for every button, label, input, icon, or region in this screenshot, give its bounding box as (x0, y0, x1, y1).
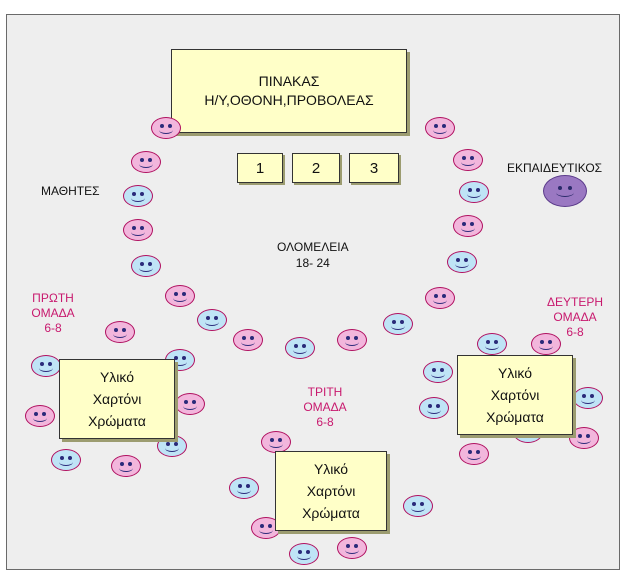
second-group-line1: ΔΕΥΤΕΡΗ (546, 295, 604, 309)
third-group-label: ΤΡΙΤΗ ΟΜΑΔΑ 6-8 (297, 385, 353, 430)
second-group-label: ΔΕΥΤΕΡΗ ΟΜΑΔΑ 6-8 (543, 295, 607, 340)
third-group-line1: ΤΡΙΤΗ (307, 385, 343, 399)
first-group-line2: ΟΜΑΔΑ (31, 306, 75, 320)
student-face-icon (229, 477, 259, 499)
student-face-icon (573, 387, 603, 409)
students-label: ΜΑΘΗΤΕΣ (41, 184, 100, 198)
teacher-label: ΕΚΠΑΙΔΕΥΤΙΚΟΣ (507, 161, 603, 175)
number-2-label: 2 (311, 159, 321, 177)
student-face-icon (251, 517, 281, 539)
student-face-icon (25, 405, 55, 427)
student-face-icon (337, 329, 367, 351)
student-face-icon (261, 431, 291, 453)
student-face-icon (175, 393, 205, 415)
student-face-icon (123, 219, 153, 241)
second-group-line2: ΟΜΑΔΑ (553, 310, 597, 324)
group3-materials-card: Υλικό Χαρτόνι Χρώματα (275, 451, 387, 531)
number-box-1: 1 (237, 153, 283, 183)
student-face-icon (419, 397, 449, 419)
board-card: ΠΙΝΑΚΑΣ Η/Υ,ΟΘΟΝΗ,ΠΡΟΒΟΛΕΑΣ (171, 49, 407, 133)
materials-label: Υλικό (313, 461, 349, 477)
student-face-icon (157, 435, 187, 457)
first-group-size: 6-8 (44, 321, 62, 335)
third-group-line2: ΟΜΑΔΑ (303, 400, 347, 414)
third-group-size: 6-8 (316, 415, 334, 429)
first-group-label: ΠΡΩΤΗ ΟΜΑΔΑ 6-8 (25, 291, 81, 336)
materials-label: Υλικό (99, 369, 135, 385)
teacher-face-icon (543, 175, 587, 207)
student-face-icon (31, 355, 61, 377)
colors-label: Χρώματα (88, 413, 146, 429)
number-box-3: 3 (349, 153, 399, 183)
student-face-icon (131, 255, 161, 277)
whole-class-label: ΟΛΟΜΕΛΕΙΑ 18- 24 (277, 239, 349, 271)
colors-label: Χρώματα (302, 505, 360, 521)
student-face-icon (289, 543, 319, 565)
student-face-icon (123, 185, 153, 207)
number-1-label: 1 (255, 159, 265, 177)
group1-materials-card: Υλικό Χαρτόνι Χρώματα (59, 359, 175, 439)
student-face-icon (131, 151, 161, 173)
materials-label: Υλικό (497, 365, 533, 381)
student-face-icon (51, 449, 81, 471)
student-face-icon (337, 537, 367, 559)
number-box-2: 2 (292, 153, 340, 183)
student-face-icon (477, 333, 507, 355)
student-face-icon (569, 427, 599, 449)
whole-class-size: 18- 24 (295, 256, 330, 270)
student-face-icon (111, 455, 141, 477)
first-group-line1: ΠΡΩΤΗ (32, 291, 74, 305)
student-face-icon (531, 333, 561, 355)
student-face-icon (425, 287, 455, 309)
student-face-icon (151, 117, 181, 139)
cardboard-label: Χαρτόνι (490, 387, 540, 403)
student-face-icon (459, 181, 489, 203)
classroom-diagram: ΠΙΝΑΚΑΣ Η/Υ,ΟΘΟΝΗ,ΠΡΟΒΟΛΕΑΣ 1 2 3 ΕΚΠΑΙΔ… (6, 14, 620, 570)
student-face-icon (285, 337, 315, 359)
second-group-size: 6-8 (566, 325, 584, 339)
student-face-icon (233, 329, 263, 351)
board-title: ΠΙΝΑΚΑΣ (258, 73, 320, 89)
student-face-icon (105, 321, 135, 343)
number-3-label: 3 (369, 159, 379, 177)
group2-materials-card: Υλικό Χαρτόνι Χρώματα (457, 355, 573, 435)
student-face-icon (197, 309, 227, 331)
student-face-icon (423, 361, 453, 383)
cardboard-label: Χαρτόνι (92, 391, 142, 407)
student-face-icon (403, 495, 433, 517)
student-face-icon (383, 313, 413, 335)
whole-class-title: ΟΛΟΜΕΛΕΙΑ (277, 240, 349, 254)
student-face-icon (459, 443, 489, 465)
student-face-icon (165, 285, 195, 307)
cardboard-label: Χαρτόνι (306, 483, 356, 499)
colors-label: Χρώματα (486, 409, 544, 425)
student-face-icon (453, 149, 483, 171)
student-face-icon (453, 215, 483, 237)
student-face-icon (447, 251, 477, 273)
board-subtitle: Η/Υ,ΟΘΟΝΗ,ΠΡΟΒΟΛΕΑΣ (204, 92, 374, 108)
student-face-icon (425, 117, 455, 139)
